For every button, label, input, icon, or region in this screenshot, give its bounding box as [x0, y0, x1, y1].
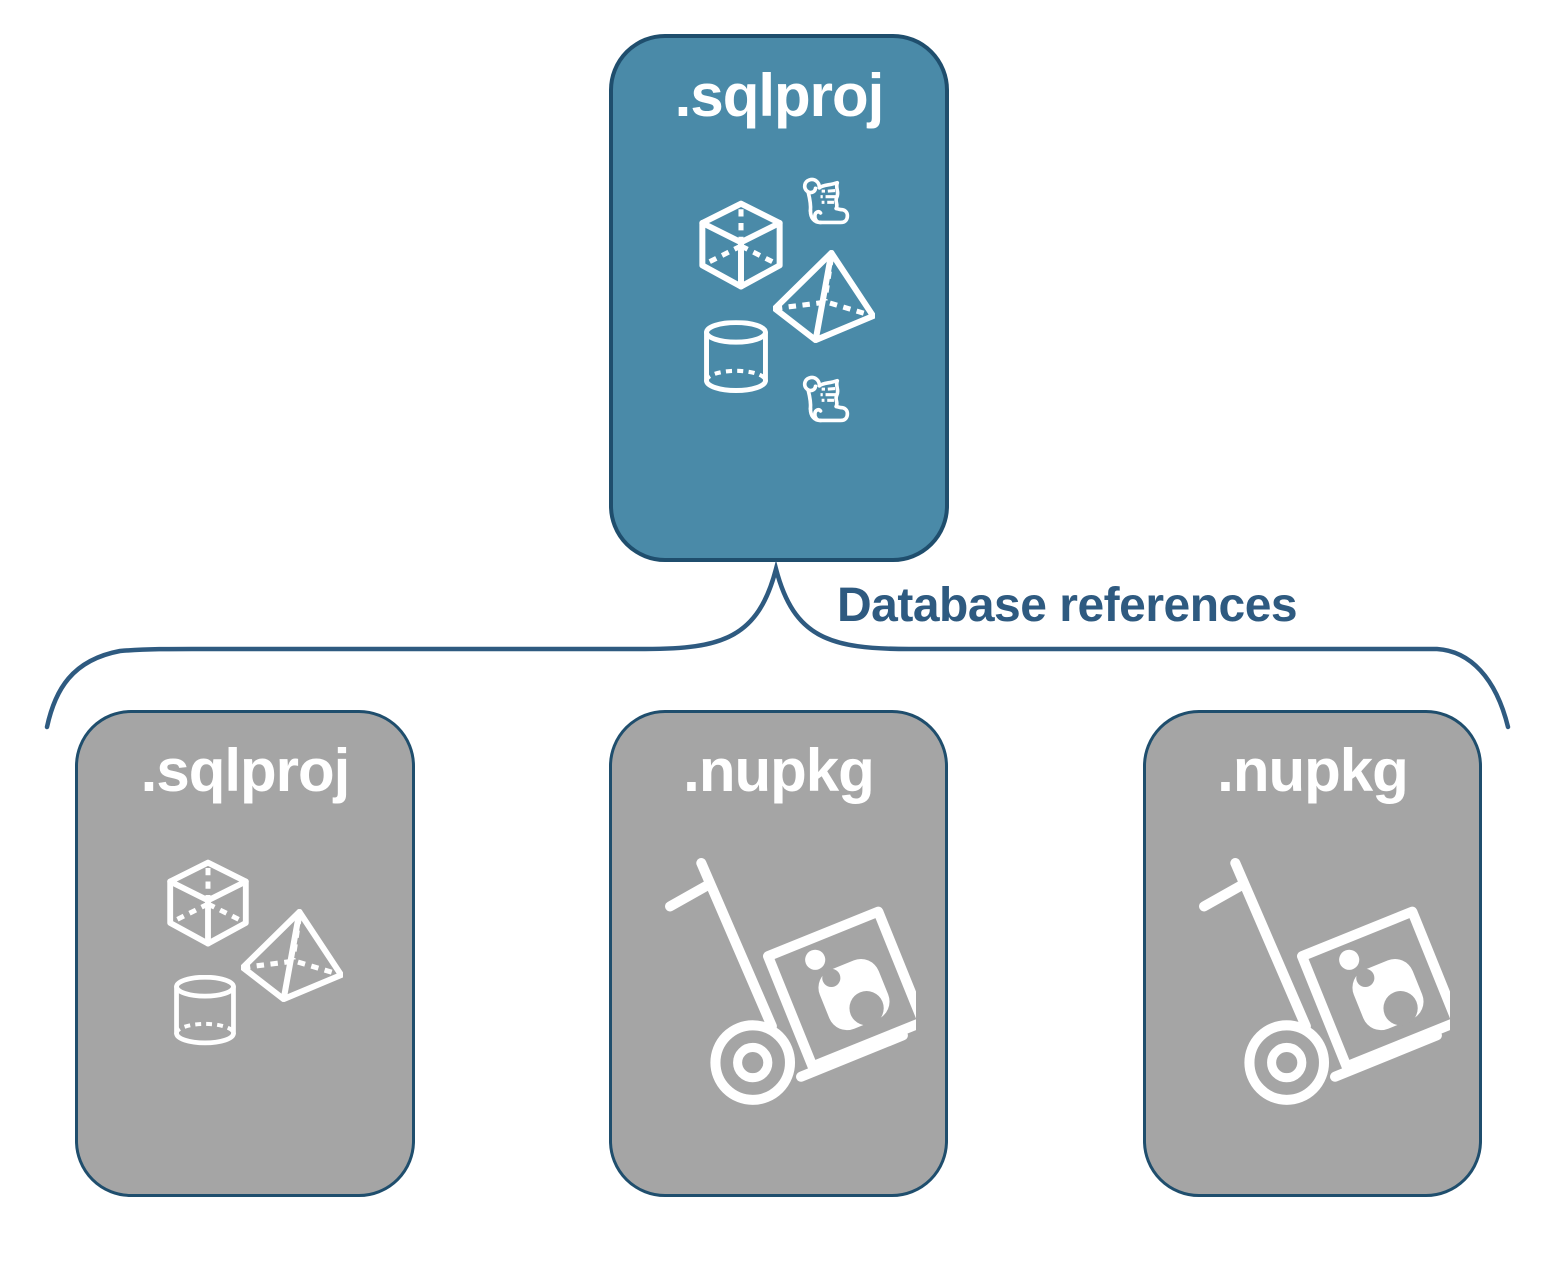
scroll-icon: [797, 176, 853, 232]
nupkg-child-card: .nupkg: [609, 710, 948, 1197]
sqlproj-root-card: .sqlproj: [609, 34, 949, 562]
card-title: .nupkg: [683, 737, 875, 804]
sqlproj-child-card: .sqlproj: [75, 710, 415, 1197]
card-title: .nupkg: [1217, 737, 1409, 804]
pyramid-icon: [773, 250, 875, 343]
database-references-label: Database references: [837, 579, 1298, 632]
scroll-icon: [797, 374, 853, 430]
cylinder-icon: [172, 975, 238, 1048]
card-title: .sqlproj: [674, 62, 885, 129]
nuget-handtruck-icon: [664, 855, 916, 1117]
nupkg-child-card: .nupkg: [1143, 710, 1482, 1197]
cube-icon: [163, 859, 253, 949]
nuget-handtruck-icon: [1198, 855, 1450, 1117]
cylinder-icon: [702, 320, 770, 396]
card-title: .sqlproj: [140, 737, 351, 804]
pyramid-icon: [241, 909, 343, 1002]
